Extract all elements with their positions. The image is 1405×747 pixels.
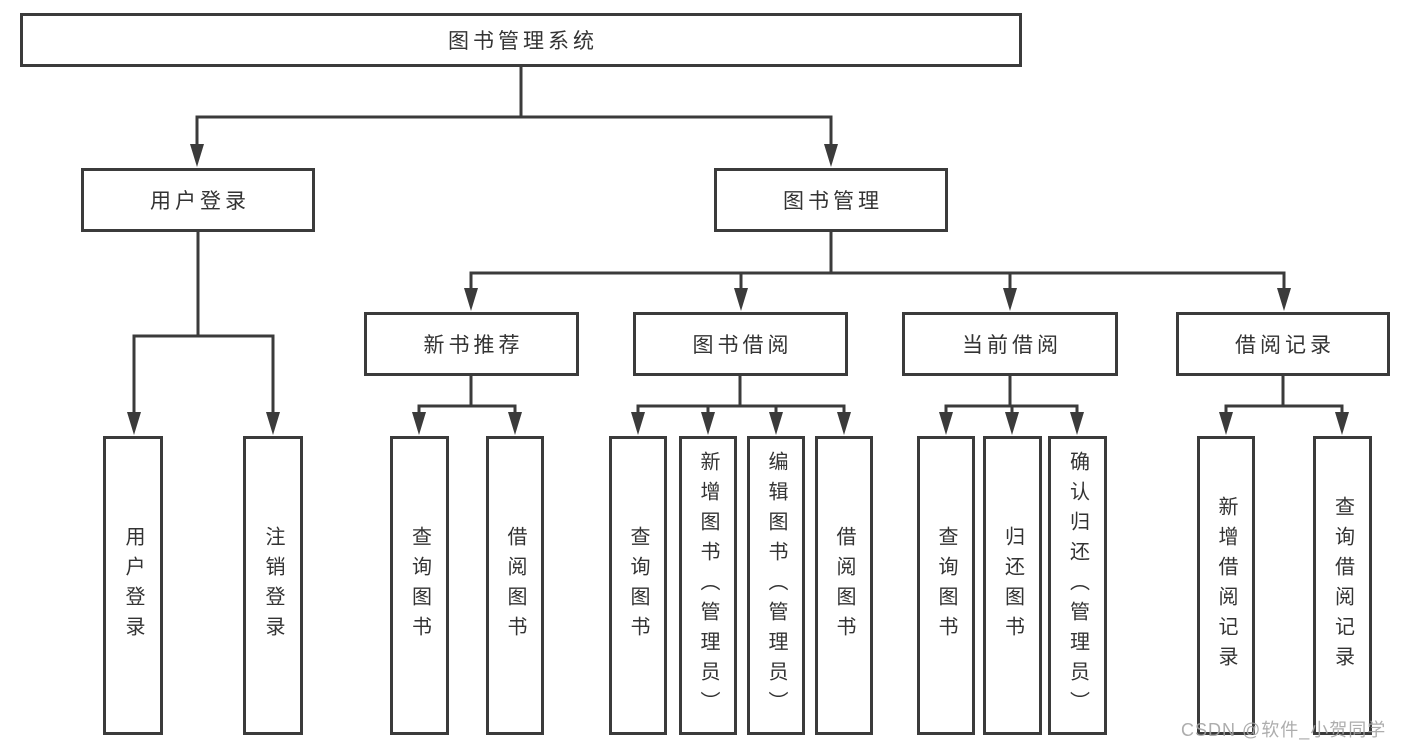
leaf-confirm-return-admin: 确认归还（管理员） bbox=[1048, 436, 1107, 735]
leaf-query-book-2: 查询图书 bbox=[609, 436, 667, 735]
node-root-label: 图书管理系统 bbox=[448, 30, 598, 53]
leaf-query-book-3: 查询图书 bbox=[917, 436, 975, 735]
leaf-borrow-book-1: 借阅图书 bbox=[486, 436, 544, 735]
leaf-borrow-book-2: 借阅图书 bbox=[815, 436, 873, 735]
leaf-return-book-label: 归还图书 bbox=[1001, 525, 1024, 646]
node-borrow-records: 借阅记录 bbox=[1176, 312, 1390, 376]
watermark: CSDN @软件_小贺同学 bbox=[1181, 720, 1387, 740]
node-borrow-records-label: 借阅记录 bbox=[1235, 334, 1335, 357]
node-current-borrow-label: 当前借阅 bbox=[962, 334, 1062, 357]
leaf-user-login: 用户登录 bbox=[103, 436, 163, 735]
leaf-edit-book-admin-label: 编辑图书（管理员） bbox=[765, 450, 787, 721]
leaf-confirm-return-admin-label: 确认归还（管理员） bbox=[1066, 450, 1089, 721]
leaf-query-book-1: 查询图书 bbox=[390, 436, 449, 735]
leaf-query-book-3-label: 查询图书 bbox=[935, 525, 957, 646]
node-new-book-recommend: 新书推荐 bbox=[364, 312, 579, 376]
node-book-mgmt-label: 图书管理 bbox=[783, 190, 883, 213]
leaf-add-book-admin-label: 新增图书（管理员） bbox=[697, 450, 719, 721]
node-book-borrow: 图书借阅 bbox=[633, 312, 848, 376]
node-book-borrow-label: 图书借阅 bbox=[692, 334, 793, 357]
leaf-return-book: 归还图书 bbox=[983, 436, 1042, 735]
leaf-query-borrow-record: 查询借阅记录 bbox=[1313, 436, 1372, 735]
leaf-logout: 注销登录 bbox=[243, 436, 303, 735]
leaf-query-book-2-label: 查询图书 bbox=[627, 525, 649, 646]
leaf-borrow-book-2-label: 借阅图书 bbox=[833, 525, 855, 646]
leaf-logout-label: 注销登录 bbox=[262, 525, 284, 646]
node-root: 图书管理系统 bbox=[20, 13, 1022, 67]
leaf-edit-book-admin: 编辑图书（管理员） bbox=[747, 436, 805, 735]
node-book-mgmt: 图书管理 bbox=[714, 168, 948, 232]
leaf-add-book-admin: 新增图书（管理员） bbox=[679, 436, 737, 735]
arrowheads bbox=[127, 144, 1349, 435]
leaf-borrow-book-1-label: 借阅图书 bbox=[504, 525, 526, 646]
leaf-add-borrow-record-label: 新增借阅记录 bbox=[1215, 495, 1237, 676]
leaf-user-login-label: 用户登录 bbox=[122, 525, 144, 646]
leaf-add-borrow-record: 新增借阅记录 bbox=[1197, 436, 1255, 735]
node-new-book-recommend-label: 新书推荐 bbox=[423, 334, 524, 357]
node-user-login: 用户登录 bbox=[81, 168, 315, 232]
leaf-query-borrow-record-label: 查询借阅记录 bbox=[1331, 495, 1354, 676]
node-user-login-label: 用户登录 bbox=[150, 190, 250, 213]
leaf-query-book-1-label: 查询图书 bbox=[408, 525, 431, 646]
node-current-borrow: 当前借阅 bbox=[902, 312, 1118, 376]
